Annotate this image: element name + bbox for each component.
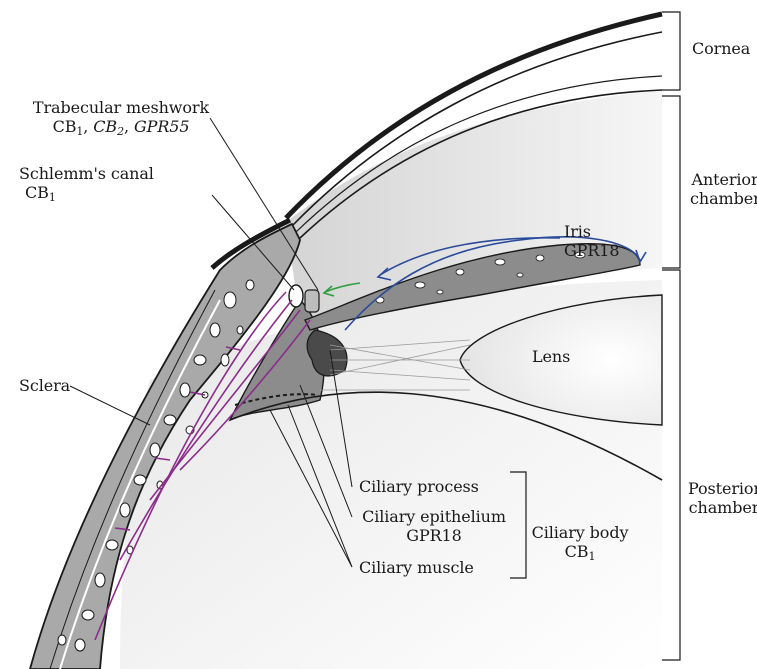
receptor-cb2: CB: [93, 117, 117, 136]
separator: ,: [83, 117, 93, 136]
ciliary-process-label: Ciliary process: [359, 477, 479, 496]
schlemms-canal-shape: [289, 285, 303, 307]
trabecular-meshwork-title: Trabecular meshwork: [16, 98, 226, 117]
ciliary-body-label: Ciliary body CB1: [530, 523, 630, 561]
iris-label: Iris GPR18: [564, 222, 619, 260]
schlemms-canal-label: Schlemm's canal CB1: [19, 164, 154, 202]
ciliary-muscle-label: Ciliary muscle: [359, 558, 474, 577]
receptor-cb1: CB: [53, 117, 77, 136]
cornea-label: Cornea: [692, 39, 750, 58]
lens-label: Lens: [532, 347, 570, 366]
sclera-label: Sclera: [19, 376, 70, 395]
separator: ,: [124, 117, 134, 136]
ciliary-epithelium-label: Ciliary epithelium GPR18: [359, 507, 509, 545]
trabecular-meshwork-label: Trabecular meshwork CB1, CB2, GPR55: [16, 98, 226, 136]
schlemms-canal-receptor: CB1: [19, 183, 154, 202]
receptor-cb2-subscript: 2: [117, 125, 124, 138]
trabecular-meshwork-shape: [305, 290, 319, 312]
anterior-chamber-label: Anterior chamber: [690, 170, 757, 208]
trabecular-meshwork-receptors: CB1, CB2, GPR55: [16, 117, 226, 136]
posterior-chamber-label: Posterior chamber: [688, 479, 757, 517]
schlemms-canal-title: Schlemm's canal: [19, 164, 154, 183]
receptor-gpr55: GPR55: [134, 117, 189, 136]
